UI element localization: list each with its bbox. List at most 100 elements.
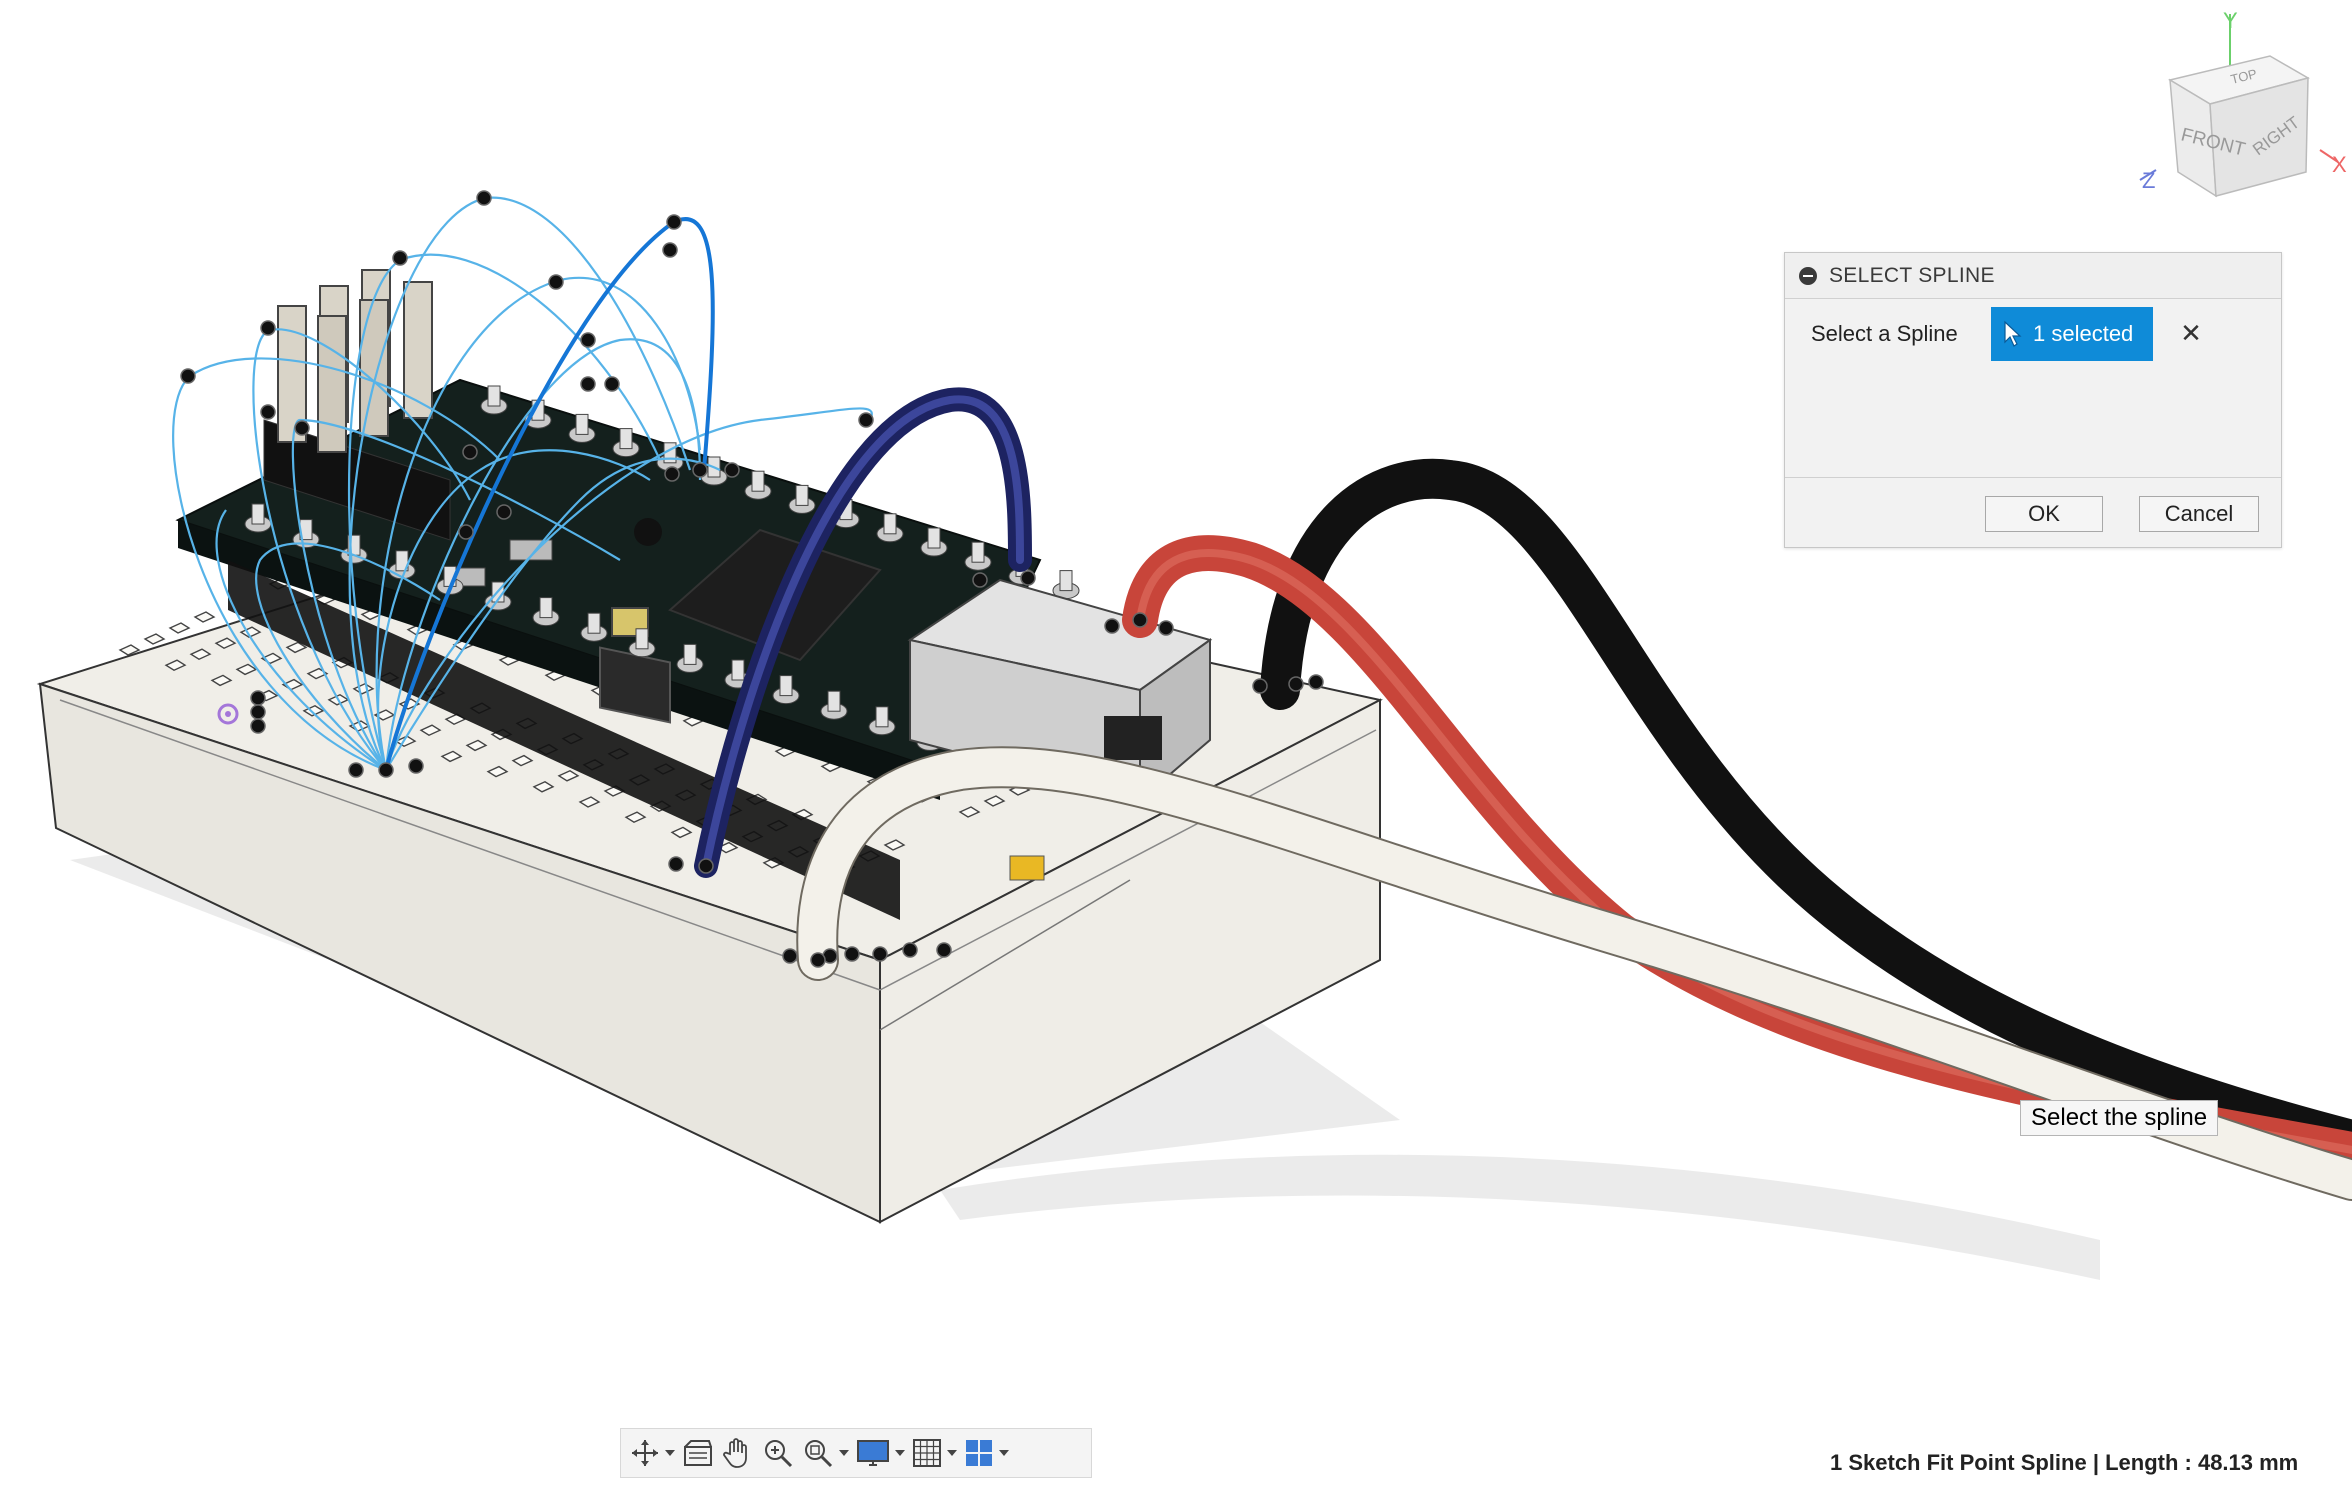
spline-fit-point[interactable]	[580, 376, 596, 392]
spline-fit-point[interactable]	[260, 320, 276, 336]
viewcube-right-face[interactable]	[2209, 77, 2309, 197]
spline-fit-point[interactable]	[1020, 570, 1036, 586]
zoom-tool[interactable]	[801, 1433, 849, 1473]
spline-fit-point[interactable]	[664, 466, 680, 482]
header-pin	[744, 470, 772, 500]
viewports-dropdown-caret[interactable]	[999, 1450, 1009, 1456]
zoom-dropdown-caret[interactable]	[839, 1450, 849, 1456]
selection-count: 1 selected	[2033, 321, 2134, 346]
spline-fit-point[interactable]	[698, 858, 714, 874]
spline-fit-point[interactable]	[844, 946, 860, 962]
spline-fit-point[interactable]	[250, 704, 266, 720]
white-wire[interactable]	[798, 748, 2352, 1199]
black-wire[interactable]	[1260, 458, 2352, 1160]
spline-fit-point[interactable]	[250, 690, 266, 706]
ok-button[interactable]: OK	[1985, 496, 2103, 532]
breadboard-hole	[958, 806, 981, 818]
spline-fit-point[interactable]	[724, 462, 740, 478]
header-pin	[964, 541, 992, 571]
select-spline-dialog: SELECT SPLINE Select a Spline 1 selected…	[1784, 252, 2282, 548]
viewports-icon	[966, 1440, 992, 1466]
spline-fit-point[interactable]	[1104, 618, 1120, 634]
fit-points[interactable]	[180, 190, 1324, 968]
crystal-part	[611, 607, 649, 637]
breadboard-hole	[716, 841, 739, 854]
breadboard-hole	[419, 724, 442, 736]
navigation-toolbar	[620, 1428, 1092, 1478]
spline-fit-point[interactable]	[458, 524, 474, 540]
spline-fit-point[interactable]	[462, 444, 478, 460]
breadboard-hole	[670, 826, 693, 839]
header-pin	[612, 428, 640, 458]
reset-knob	[634, 518, 662, 546]
spline-fit-point[interactable]	[250, 718, 266, 734]
spline-fit-point[interactable]	[408, 758, 424, 774]
spline-fit-point[interactable]	[378, 762, 394, 778]
spline-fit-point[interactable]	[1308, 674, 1324, 690]
spline-fit-point[interactable]	[666, 214, 682, 230]
dialog-header[interactable]: SELECT SPLINE	[1785, 253, 2281, 299]
cancel-button[interactable]: Cancel	[2139, 496, 2259, 532]
cursor-tooltip: Select the spline	[2020, 1100, 2219, 1136]
header-pin	[788, 484, 816, 514]
spline-fit-point[interactable]	[972, 572, 988, 588]
spline-fit-point[interactable]	[580, 332, 596, 348]
breadboard-hole	[143, 633, 166, 645]
spline-selection-button[interactable]: 1 selected	[1991, 307, 2153, 361]
spline-fit-point[interactable]	[936, 942, 952, 958]
display-settings-tool[interactable]	[855, 1433, 905, 1473]
breadboard-hole	[164, 659, 187, 671]
clear-selection-icon[interactable]: ✕	[2180, 317, 2202, 348]
spline-fit-point[interactable]	[476, 190, 492, 206]
spline-fit-point[interactable]	[1158, 620, 1174, 636]
wire-shadow	[940, 1154, 2100, 1280]
viewcube-top-label: TOP	[2229, 66, 2258, 87]
select-spline-label: Select a Spline	[1811, 321, 1958, 346]
header-pin	[1052, 570, 1080, 600]
spline-fit-point[interactable]	[902, 942, 918, 958]
spline-fit-point[interactable]	[810, 952, 826, 968]
viewports-tool[interactable]	[963, 1433, 1009, 1473]
look-at-icon	[684, 1440, 712, 1466]
spline-fit-point[interactable]	[668, 856, 684, 872]
spline-fit-point[interactable]	[1252, 678, 1268, 694]
spline-fit-point[interactable]	[858, 412, 874, 428]
collapse-icon[interactable]	[1799, 266, 1817, 285]
zoom-window-tool[interactable]	[761, 1433, 795, 1473]
grid-tool[interactable]	[911, 1433, 957, 1473]
spline-fit-point[interactable]	[180, 368, 196, 384]
pan-tool[interactable]	[721, 1433, 755, 1473]
breadboard-hole	[624, 811, 647, 823]
header-pin	[676, 643, 704, 673]
display-settings-icon	[857, 1440, 889, 1466]
spline-fit-point[interactable]	[348, 762, 364, 778]
spline-fit-point[interactable]	[1132, 612, 1148, 628]
spline-fit-point[interactable]	[782, 948, 798, 964]
look-at-tool[interactable]	[681, 1433, 715, 1473]
z-axis-label: Z	[2142, 168, 2155, 193]
spline-fit-point[interactable]	[496, 504, 512, 520]
spline-fit-point[interactable]	[260, 404, 276, 420]
spline-fit-point[interactable]	[872, 946, 888, 962]
display-dropdown-caret[interactable]	[895, 1450, 905, 1456]
breadboard-hole	[193, 611, 216, 623]
breadboard-hole	[983, 795, 1006, 807]
grid-dropdown-caret[interactable]	[947, 1450, 957, 1456]
spline-fit-point[interactable]	[604, 376, 620, 392]
spline-fit-point[interactable]	[392, 250, 408, 266]
spline-fit-point[interactable]	[692, 462, 708, 478]
header-pin	[876, 513, 904, 543]
spline-fit-point[interactable]	[1288, 676, 1304, 692]
selected-spline[interactable]	[384, 217, 715, 771]
breadboard-hole	[578, 796, 601, 808]
view-cube[interactable]: Y X Z TOP FRONT RIGHT	[2120, 0, 2352, 230]
breadboard-hole	[486, 765, 509, 778]
orbit-tool[interactable]	[629, 1433, 675, 1473]
breadboard-hole	[118, 644, 141, 656]
orbit-dropdown-caret[interactable]	[665, 1450, 675, 1456]
spline-fit-point[interactable]	[294, 420, 310, 436]
spline-fit-point[interactable]	[548, 274, 564, 290]
spline-fit-point[interactable]	[662, 242, 678, 258]
